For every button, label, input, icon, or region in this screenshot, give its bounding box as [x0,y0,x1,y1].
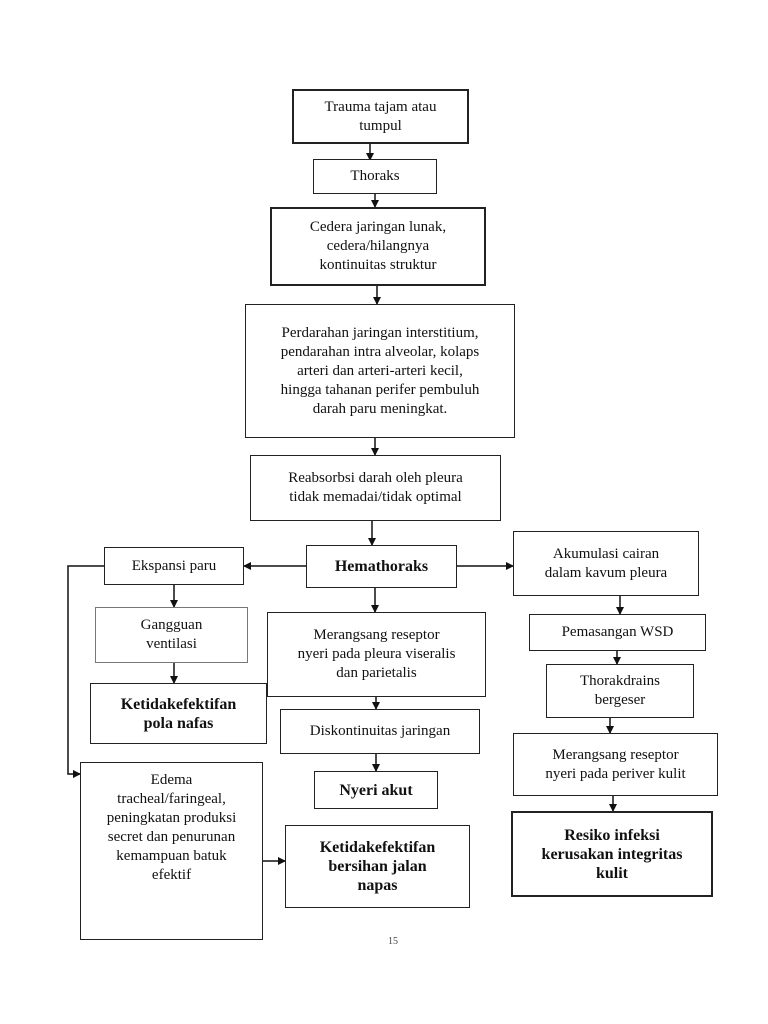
node-merangsang-kulit: Merangsang reseptor nyeri pada periver k… [513,733,718,796]
node-cedera: Cedera jaringan lunak, cedera/hilangnya … [270,207,486,286]
node-trauma: Trauma tajam atau tumpul [292,89,469,144]
node-akumulasi: Akumulasi cairan dalam kavum pleura [513,531,699,596]
node-pemasangan: Pemasangan WSD [529,614,706,651]
node-thorakdrains: Thorakdrains bergeser [546,664,694,718]
node-reabsorbsi: Reabsorbsi darah oleh pleura tidak memad… [250,455,501,521]
node-diskontinuitas: Diskontinuitas jaringan [280,709,480,754]
arrow-ekspansi-edema [67,565,104,778]
node-resiko: Resiko infeksi kerusakan integritas kuli… [511,811,713,897]
node-ekspansi: Ekspansi paru [104,547,244,585]
node-ketidakefektifan-pola: Ketidakefektifan pola nafas [90,683,267,744]
node-hemathoraks: Hemathoraks [306,545,457,588]
node-perdarahan: Perdarahan jaringan interstitium, pendar… [245,304,515,438]
node-ketidakefektifan-bersihan: Ketidakefektifan bersihan jalan napas [285,825,470,908]
node-thoraks: Thoraks [313,159,437,194]
node-edema: Edema tracheal/faringeal, peningkatan pr… [80,762,263,940]
node-gangguan: Gangguan ventilasi [95,607,248,663]
page-number: 15 [388,936,398,947]
node-merangsang-nyeri: Merangsang reseptor nyeri pada pleura vi… [267,612,486,697]
node-nyeri-akut: Nyeri akut [314,771,438,809]
